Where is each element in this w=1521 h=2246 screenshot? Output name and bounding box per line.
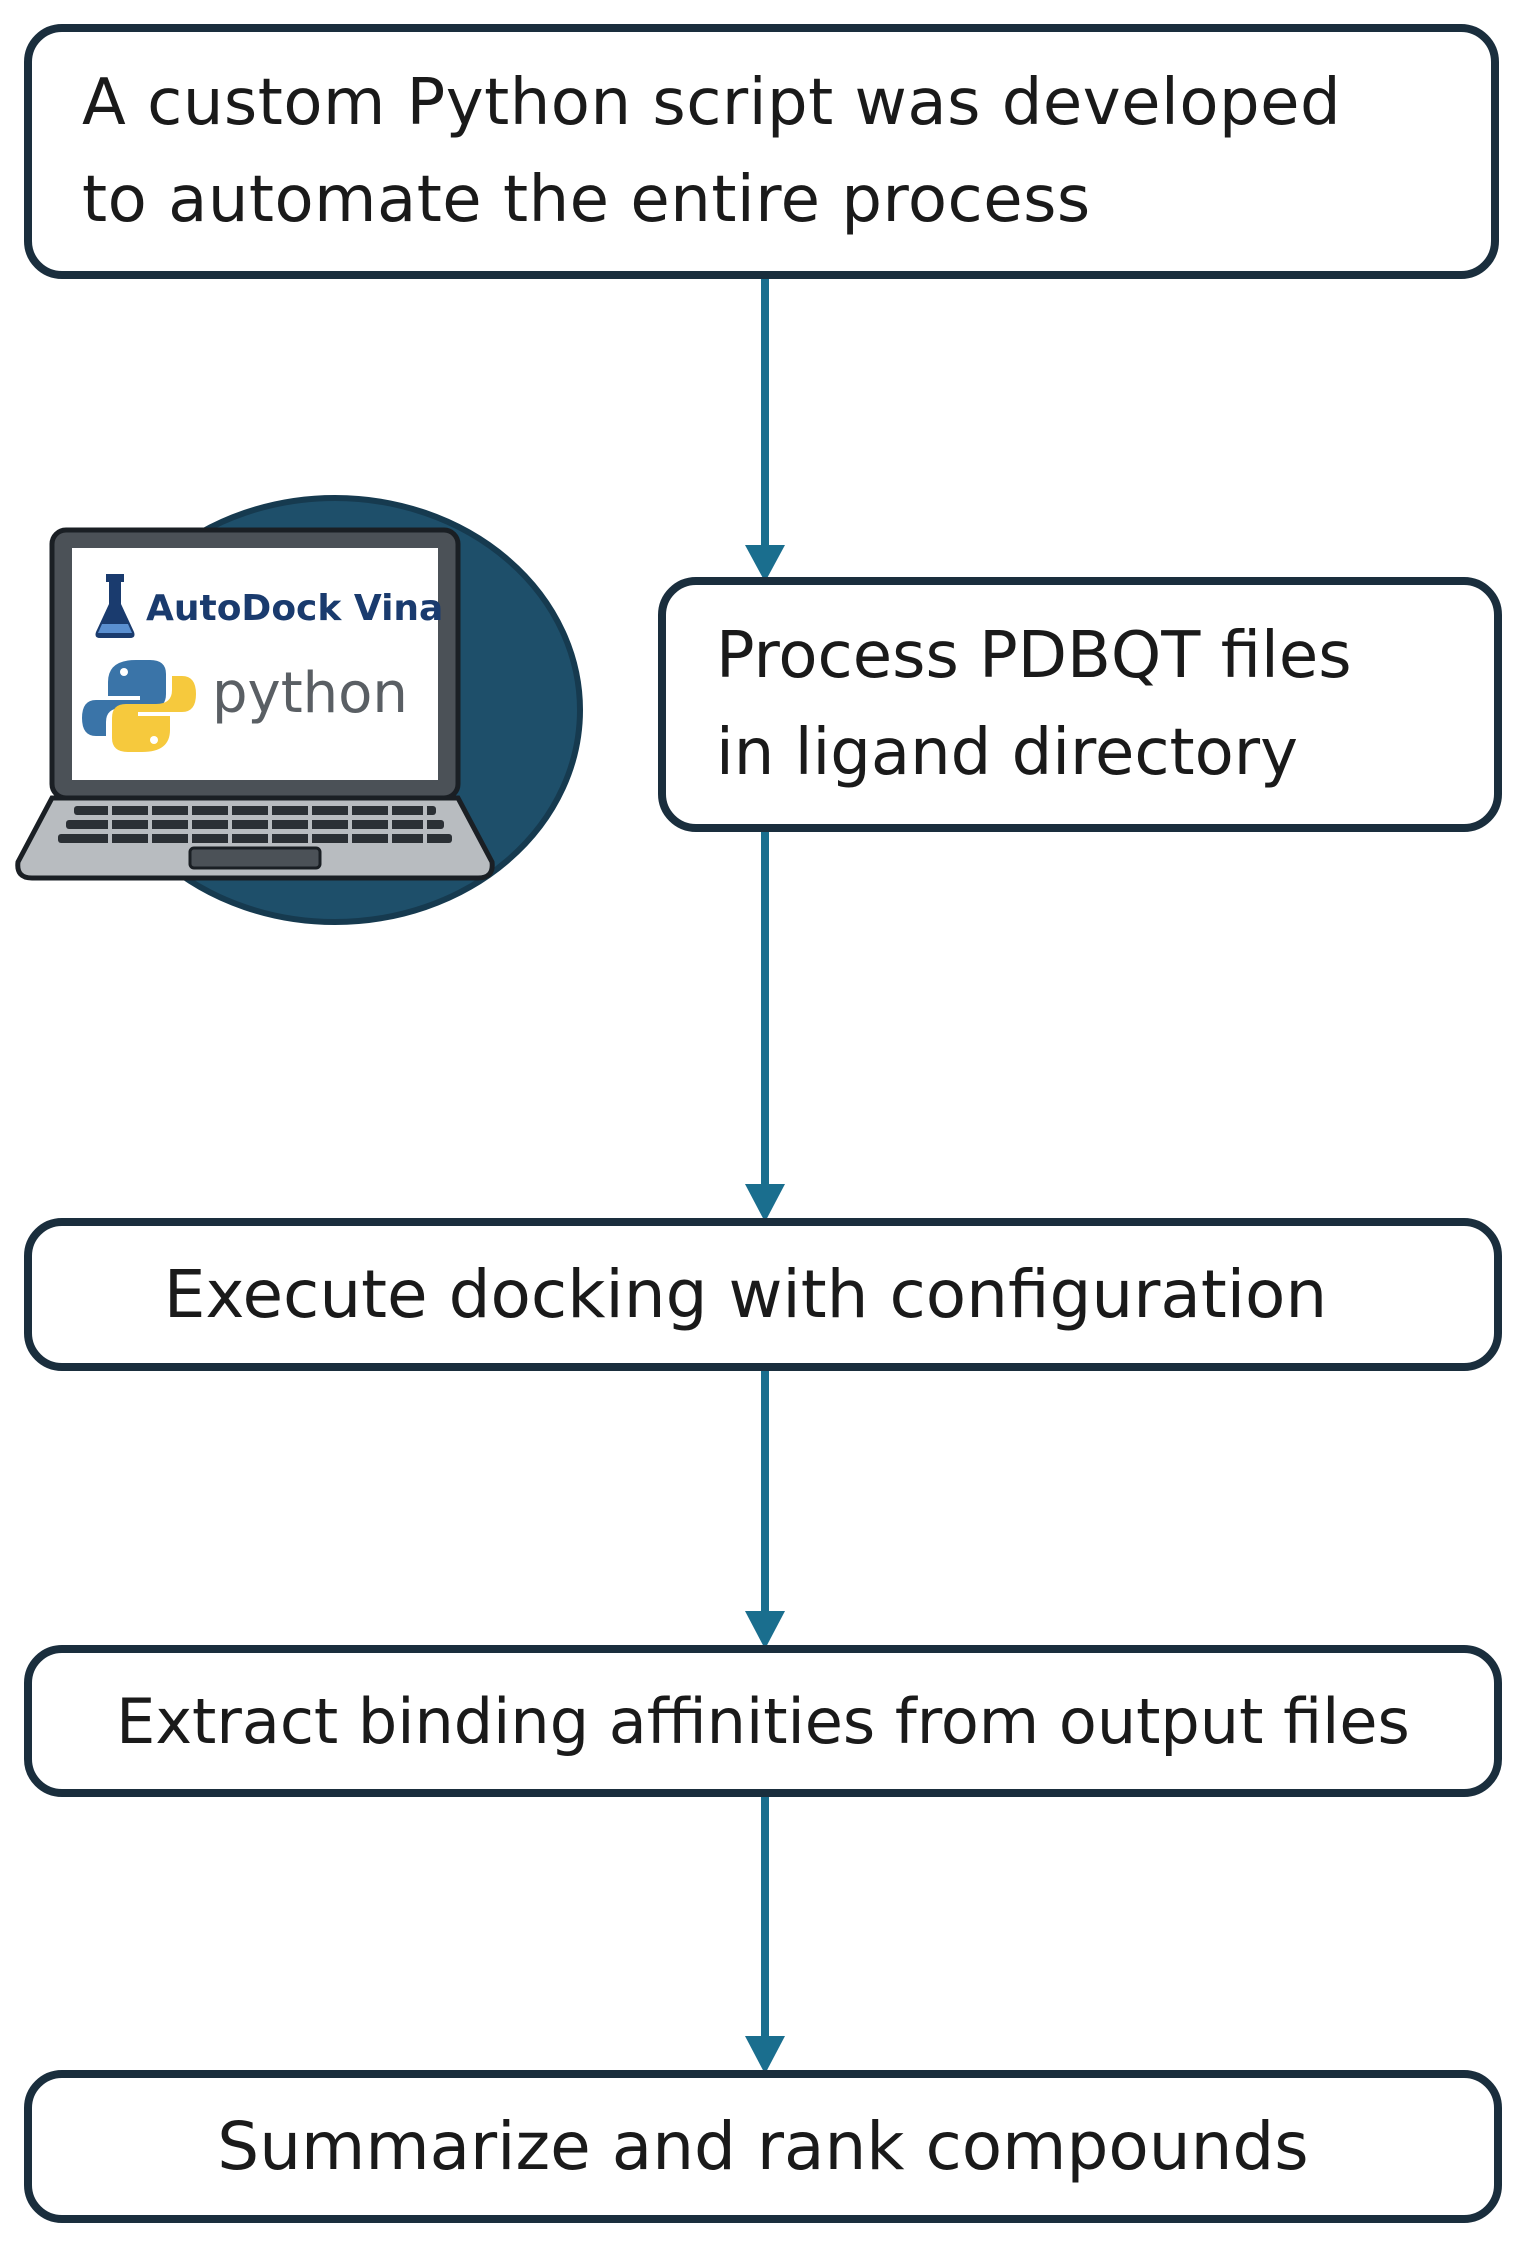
autodock-flask-icon	[95, 574, 135, 638]
step-text-summarize: Summarize and rank compounds	[217, 2108, 1309, 2185]
arrow-2-head	[745, 1184, 785, 1222]
step-box-extract-affinities: Extract binding affinities from output f…	[24, 1645, 1502, 1797]
arrow-4-head	[745, 2036, 785, 2074]
step-box-start: A custom Python script was developed to …	[24, 24, 1499, 279]
laptop-illustration: AutoDock Vina python	[15, 495, 583, 925]
arrow-3-head	[745, 1611, 785, 1649]
arrow-1-head	[745, 545, 785, 582]
step-text-process-files: Process PDBQT files in ligand directory	[716, 618, 1352, 790]
step-text-execute-docking: Execute docking with configuration	[163, 1256, 1328, 1333]
step-box-execute-docking: Execute docking with configuration	[24, 1218, 1502, 1371]
step-text-extract-affinities: Extract binding affinities from output f…	[116, 1684, 1410, 1758]
python-logo-icon	[82, 660, 196, 752]
step-box-summarize: Summarize and rank compounds	[24, 2070, 1502, 2223]
step-box-process-files: Process PDBQT files in ligand directory	[658, 577, 1502, 832]
step-text-start: A custom Python script was developed to …	[82, 65, 1342, 237]
autodock-brand-text: AutoDock Vina	[146, 588, 443, 629]
laptop-icon	[15, 527, 495, 881]
python-brand-text: python	[212, 661, 408, 726]
connectors	[745, 279, 785, 2074]
